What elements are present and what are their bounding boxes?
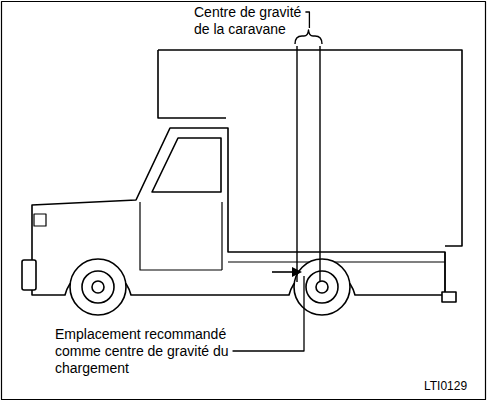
rear-bumper xyxy=(442,292,456,302)
gravity-column xyxy=(297,46,320,282)
callout-label: Centre de gravité de la caravane xyxy=(194,4,316,38)
leader-line xyxy=(233,276,304,351)
camper-overcab xyxy=(158,50,226,118)
leader-line xyxy=(305,12,309,28)
callout-label: Emplacement recommandé comme centre de g… xyxy=(55,326,235,377)
door-line xyxy=(140,202,222,270)
arrow-head xyxy=(292,267,302,277)
figure-code: LTI0129 xyxy=(424,378,484,395)
front-bumper xyxy=(22,260,36,290)
front-wheel xyxy=(70,259,126,315)
cab-window xyxy=(152,138,221,192)
tailgate xyxy=(444,252,445,295)
brace xyxy=(295,30,322,44)
load-arrow xyxy=(272,271,293,273)
rear-wheel xyxy=(294,259,350,315)
headlight xyxy=(34,214,46,226)
